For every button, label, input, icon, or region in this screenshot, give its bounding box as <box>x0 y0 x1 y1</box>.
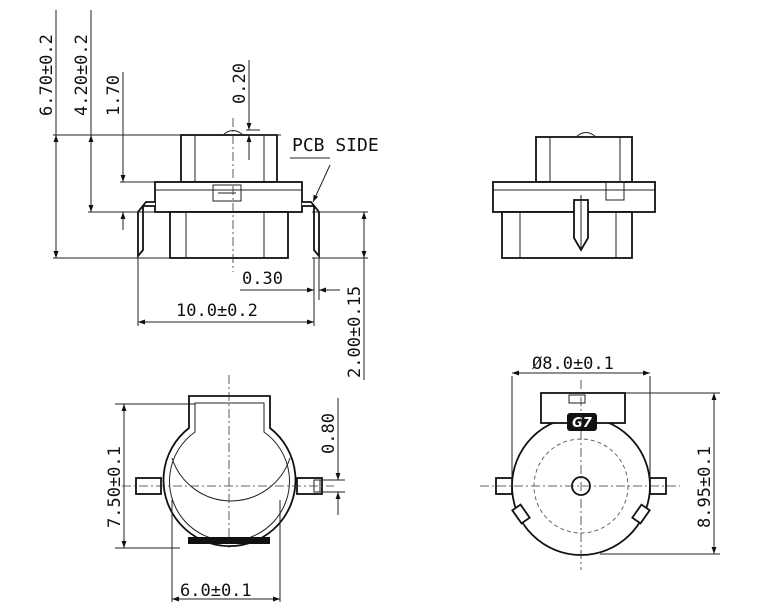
side-view <box>53 10 368 380</box>
g7-logo: G7 <box>567 413 597 431</box>
bottom-height-label: 7.50±0.1 <box>105 446 125 528</box>
svg-text:G7: G7 <box>572 416 593 431</box>
width-label: 10.0±0.2 <box>176 301 258 321</box>
bottom-view <box>115 375 345 602</box>
flange-height-label: 1.70 <box>104 75 124 116</box>
overall-height-label: 6.70±0.2 <box>37 34 57 116</box>
top-height-label: 8.95±0.1 <box>695 446 715 528</box>
slot-width-label: 0.80 <box>319 413 339 454</box>
pin-length-label: 2.00±0.15 <box>345 286 365 378</box>
pin-thickness-label: 0.30 <box>242 269 283 289</box>
top-offset-label: 0.20 <box>230 63 250 104</box>
diameter-label: Ø8.0±0.1 <box>532 354 614 374</box>
bottom-width-label: 6.0±0.1 <box>180 581 252 601</box>
body-height-label: 4.20±0.2 <box>72 34 92 116</box>
front-view <box>492 132 656 259</box>
top-view: G7 <box>480 370 720 570</box>
pcb-side-label: PCB SIDE <box>292 135 379 156</box>
